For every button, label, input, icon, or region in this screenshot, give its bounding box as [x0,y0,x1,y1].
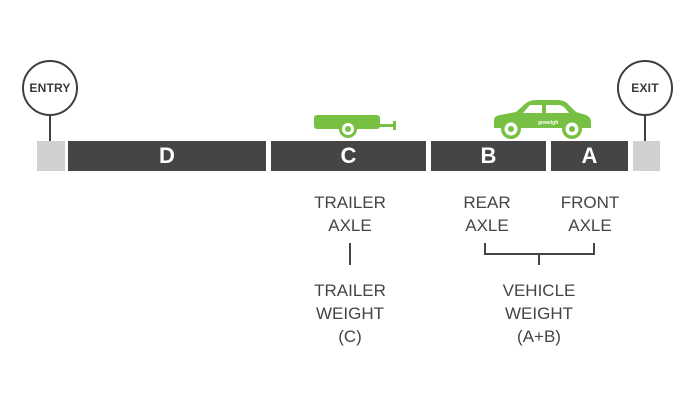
entry-cap [37,141,65,171]
car-icon: goweigh [494,100,591,139]
front-axle-label: FRONT AXLE [540,191,640,237]
entry-marker: ENTRY [22,60,78,116]
trailer-axle-line-1: TRAILER [314,193,386,212]
rear-axle-line-2: AXLE [465,216,509,235]
trailer-icon [314,115,396,138]
vehicle-weight-line-1: VEHICLE [502,281,576,300]
vehicle-bracket-stem [538,253,540,265]
entry-stem [49,115,51,145]
vehicle-weight-label: VEHICLE WEIGHT (A+B) [479,279,599,348]
trailer-weight-line-1: TRAILER [314,281,386,300]
trailer-axle-label: TRAILER AXLE [300,191,400,237]
front-axle-line-1: FRONT [560,193,620,212]
trailer-weight-line-2: WEIGHT [316,304,384,323]
front-axle-line-2: AXLE [568,216,612,235]
trailer-axle-line-2: AXLE [328,216,372,235]
exit-stem [644,115,646,145]
rear-axle-label: REAR AXLE [437,191,537,237]
vehicle-weight-line-3: (A+B) [517,327,561,346]
rear-axle-bracket-left [484,243,486,255]
segment-a: A [551,141,628,171]
trailer-weight-label: TRAILER WEIGHT (C) [290,279,410,348]
trailer-connector [349,243,351,265]
segment-b: B [431,141,546,171]
vehicle-weight-line-2: WEIGHT [505,304,573,323]
exit-marker: EXIT [617,60,673,116]
car-logo-text: goweigh [538,120,558,126]
segment-d: D [68,141,266,171]
exit-cap [633,141,660,171]
segment-c: C [271,141,426,171]
rear-axle-line-1: REAR [463,193,511,212]
trailer-weight-line-3: (C) [338,327,362,346]
front-axle-bracket-right [593,243,595,255]
